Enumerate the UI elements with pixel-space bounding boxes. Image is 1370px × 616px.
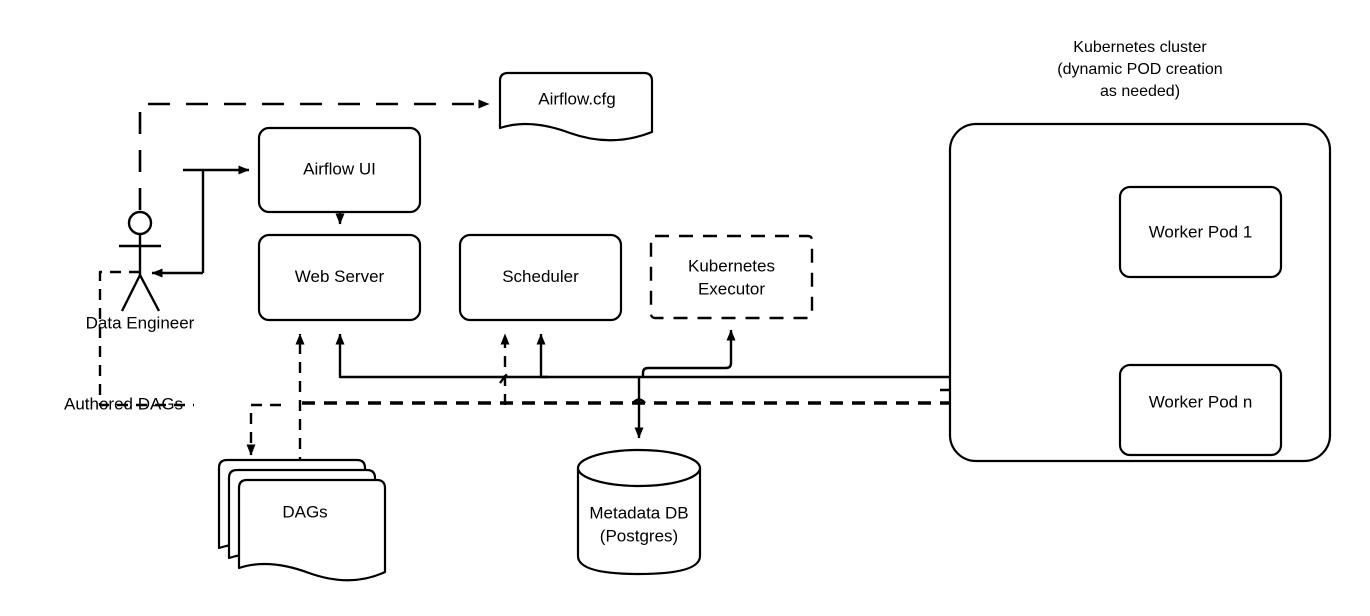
node-dags-label: DAGs xyxy=(282,502,327,521)
node-worker-pod-n-label: Worker Pod n xyxy=(1149,392,1253,411)
node-data-engineer-label: Data Engineer xyxy=(86,313,195,332)
node-airflow-ui-label: Airflow UI xyxy=(303,159,376,178)
node-kubernetes-executor[interactable]: Kubernetes Executor xyxy=(649,234,814,320)
edge-engineer-to-airflow-ui xyxy=(183,168,205,273)
node-metadata-db[interactable]: Metadata DB (Postgres) xyxy=(576,448,702,576)
node-airflow-cfg-label: Airflow.cfg xyxy=(538,89,615,108)
hop-scheduler-dashed-over-bus xyxy=(499,370,511,384)
node-scheduler[interactable]: Scheduler xyxy=(458,233,623,322)
node-scheduler-label: Scheduler xyxy=(502,267,579,286)
node-web-server-label: Web Server xyxy=(295,267,385,286)
edge-authored-dags xyxy=(98,270,194,407)
node-kubernetes-executor-label-line2: Executor xyxy=(698,279,765,298)
hop-dashed-over-metadata-line xyxy=(632,398,646,404)
node-kubernetes-executor-label-line1: Kubernetes xyxy=(688,256,775,275)
node-airflow-cfg[interactable]: Airflow.cfg xyxy=(498,71,654,142)
edge-label-authored-dags: Authored DAGs xyxy=(64,394,183,413)
edge-authored-dags-tail xyxy=(246,403,281,456)
node-worker-pod-1-label: Worker Pod 1 xyxy=(1149,222,1253,241)
node-worker-pod-1[interactable]: Worker Pod 1 xyxy=(1118,185,1283,279)
edge-bus-to-scheduler xyxy=(536,333,548,379)
edge-bus-to-kubernetes-executor xyxy=(641,329,736,377)
cluster-caption-line3: as needed) xyxy=(1100,83,1180,100)
cluster-caption-line2: (dynamic POD creation xyxy=(1057,61,1222,78)
edge-bus-to-web-server xyxy=(335,333,348,379)
node-metadata-db-label-line1: Metadata DB xyxy=(589,503,688,522)
cluster-caption-line1: Kubernetes cluster xyxy=(1073,39,1207,56)
node-worker-pod-n[interactable]: Worker Pod n xyxy=(1118,363,1283,457)
node-dags[interactable]: DAGs xyxy=(217,458,387,582)
node-metadata-db-label-line2: (Postgres) xyxy=(600,526,678,545)
node-web-server[interactable]: Web Server xyxy=(257,233,422,322)
node-data-engineer[interactable]: Data Engineer xyxy=(86,210,195,332)
node-airflow-ui[interactable]: Airflow UI xyxy=(257,126,422,214)
